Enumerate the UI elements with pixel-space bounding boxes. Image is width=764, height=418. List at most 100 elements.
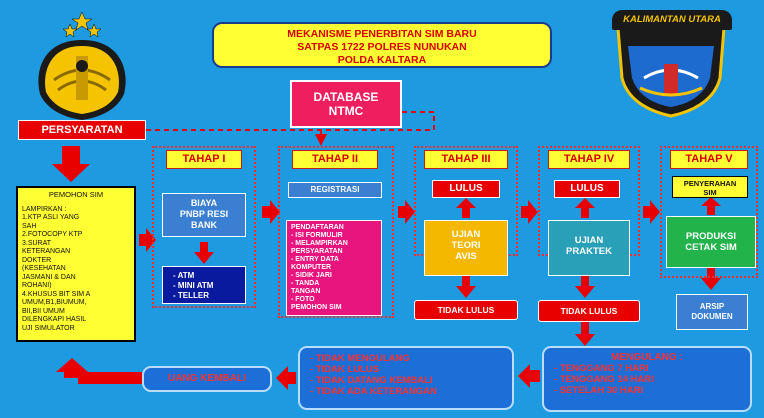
ujian-praktek-line: PRAKTEK (566, 246, 612, 257)
tahap-3-label: TAHAP III (424, 150, 508, 169)
arsip-line: ARSIP (699, 302, 725, 311)
pemohon-sim-box: PEMOHON SIM LAMPIRKAN : 1.KTP ASLI YANG … (16, 186, 136, 342)
produksi-line: CETAK SIM (685, 242, 737, 253)
pendaftaran-line: - ENTRY DATA (291, 256, 339, 263)
arrow-down-arsip (701, 268, 721, 290)
pemohon-line: UJI SIMULATOR (22, 324, 75, 332)
tidak-mengulang-box: - TIDAK MENGULANG - TIDAK LULUS - TIDAK … (298, 346, 514, 410)
pendaftaran-line: - SIDIK JARI (291, 272, 332, 279)
arrow-down-tidak-lulus-3 (456, 276, 476, 298)
pemohon-header: PEMOHON SIM (48, 190, 104, 199)
pendaftaran-line: PEMOHON SIM (291, 304, 342, 311)
payment-line: - ATM (173, 271, 195, 280)
ujian-praktek-box: UJIAN PRAKTEK (548, 220, 630, 276)
tahap-1-frame (152, 146, 256, 308)
mengulang-line: - SETELAH 30 HARI (554, 385, 644, 396)
arrow-down-payment (194, 242, 214, 264)
tidak-mengulang-line: - TIDAK DATANG KEMBALI (310, 375, 433, 386)
tidak-lulus-3-label: TIDAK LULUS (414, 300, 518, 320)
tidak-lulus-4-label: TIDAK LULUS (538, 300, 640, 322)
tahap-5-frame (660, 146, 758, 278)
arrow-left-uang-kembali (276, 366, 296, 390)
kaltara-logo: KALIMANTAN UTARA (604, 6, 738, 118)
lulus-4-label: LULUS (554, 180, 620, 198)
arrow-up-penyerahan (701, 197, 721, 215)
mengulang-line: - TENGGANG 14 HARI (554, 374, 654, 385)
tidak-mengulang-line: - TIDAK LULUS (310, 364, 380, 375)
tahap-5-label: TAHAP V (670, 150, 748, 169)
arrow-down-pemohon (52, 146, 90, 182)
arrow-down-mengulang (575, 322, 595, 346)
tidak-mengulang-line: - TIDAK ADA KETERANGAN (310, 386, 438, 397)
diagram-title: MEKANISME PENERBITAN SIM BARU SATPAS 172… (212, 22, 552, 68)
payment-line: - TELLER (173, 291, 209, 300)
tahap-2-frame (278, 146, 394, 318)
biaya-line: PNBP RESI (179, 209, 229, 219)
pendaftaran-line: PERSYARATAN (291, 248, 343, 255)
database-line-2: NTMC (328, 104, 364, 118)
pendaftaran-line: TANGAN (291, 288, 321, 295)
title-line-2: SATPAS 1722 POLRES NUNUKAN (297, 41, 467, 53)
arrow-right-5 (643, 200, 660, 224)
police-emblem-icon (38, 11, 126, 120)
dashed-connector-database (146, 111, 435, 131)
pemohon-line: KETERANGAN (22, 248, 71, 255)
pemohon-line: (KESEHATAN (22, 265, 66, 272)
arrow-return-pemohon (56, 358, 142, 384)
pemohon-line: UMUM,B1,BIUMUM, (22, 299, 87, 306)
penyerahan-line: SIM (703, 188, 717, 197)
pemohon-line: JASMANI & DAN (22, 273, 76, 281)
pemohon-line: 3.SURAT (22, 239, 52, 247)
persyaratan-label: PERSYARATAN (18, 120, 146, 140)
pendaftaran-line: - MELAMPIRKAN (291, 240, 348, 247)
payment-line: - MINI ATM (173, 281, 214, 290)
pemohon-line: 2.FOTOCOPY KTP (22, 231, 83, 238)
arrow-down-tidak-lulus-4 (575, 276, 595, 298)
ujian-teori-line: UJIAN (451, 229, 481, 240)
pemohon-line: 4.KHUSUS BIT SIM A (22, 290, 91, 298)
tahap-1-label: TAHAP I (166, 150, 242, 169)
mengulang-title: MENGULANG : (611, 352, 683, 363)
pemohon-line: SAH (22, 222, 37, 230)
pemohon-line: DILENGKAPI HASIL (22, 316, 87, 323)
pemohon-line: DOKTER (22, 256, 52, 264)
pemohon-line: ROHANI) (22, 282, 52, 289)
pemohon-line: 1.KTP ASLI YANG (22, 214, 80, 221)
produksi-line: PRODUKSI (685, 231, 737, 242)
title-line-1: MEKANISME PENERBITAN SIM BARU (287, 28, 477, 40)
pendaftaran-line: PENDAFTARAN (291, 224, 344, 231)
pendaftaran-line: - FOTO (291, 296, 315, 303)
penyerahan-line: PENYERAHAN (683, 179, 737, 188)
pemohon-line: LAMPIRKAN : (22, 205, 67, 213)
arsip-line: DOKUMEN (691, 312, 733, 321)
arrow-right-3 (398, 200, 415, 224)
ujian-teori-box: UJIAN TEORI AVIS (424, 220, 508, 276)
arrow-left-tidak-mengulang (518, 364, 540, 388)
mengulang-line: - TENGGANG 7 HARI (554, 363, 649, 374)
arrow-up-lulus-4 (575, 198, 595, 218)
biaya-line: BIAYA (190, 198, 218, 208)
ujian-teori-line: AVIS (455, 251, 477, 262)
lulus-3-label: LULUS (432, 180, 500, 198)
ujian-teori-line: TEORI (451, 240, 481, 251)
arsip-dokumen-box: ARSIP DOKUMEN (676, 294, 748, 330)
produksi-cetak-box: PRODUKSI CETAK SIM (666, 216, 756, 268)
mengulang-box: MENGULANG : - TENGGANG 7 HARI - TENGGANG… (542, 346, 752, 412)
pemohon-line: BII,BII UMUM (22, 307, 65, 315)
arrow-right-2 (262, 200, 280, 224)
tahap-2-label: TAHAP II (292, 150, 378, 169)
ujian-praktek-line: UJIAN (574, 235, 604, 246)
database-ntmc-box: DATABASE NTMC (290, 80, 402, 128)
uang-kembali-box: UANG KEMBALI (142, 366, 272, 392)
kaltara-logo-text: KALIMANTAN UTARA (612, 10, 732, 30)
tidak-mengulang-line: - TIDAK MENGULANG (310, 353, 410, 364)
biaya-pnbp-box: BIAYA PNBP RESI BANK (162, 193, 246, 237)
tahap-4-label: TAHAP IV (548, 150, 630, 169)
penyerahan-sim-box: PENYERAHAN SIM (672, 176, 748, 198)
kaltara-shield-icon (616, 26, 726, 118)
registrasi-box: REGISTRASI (288, 182, 382, 198)
biaya-line: BANK (191, 220, 217, 230)
pendaftaran-box: PENDAFTARAN - ISI FORMULIR - MELAMPIRKAN… (286, 220, 382, 316)
